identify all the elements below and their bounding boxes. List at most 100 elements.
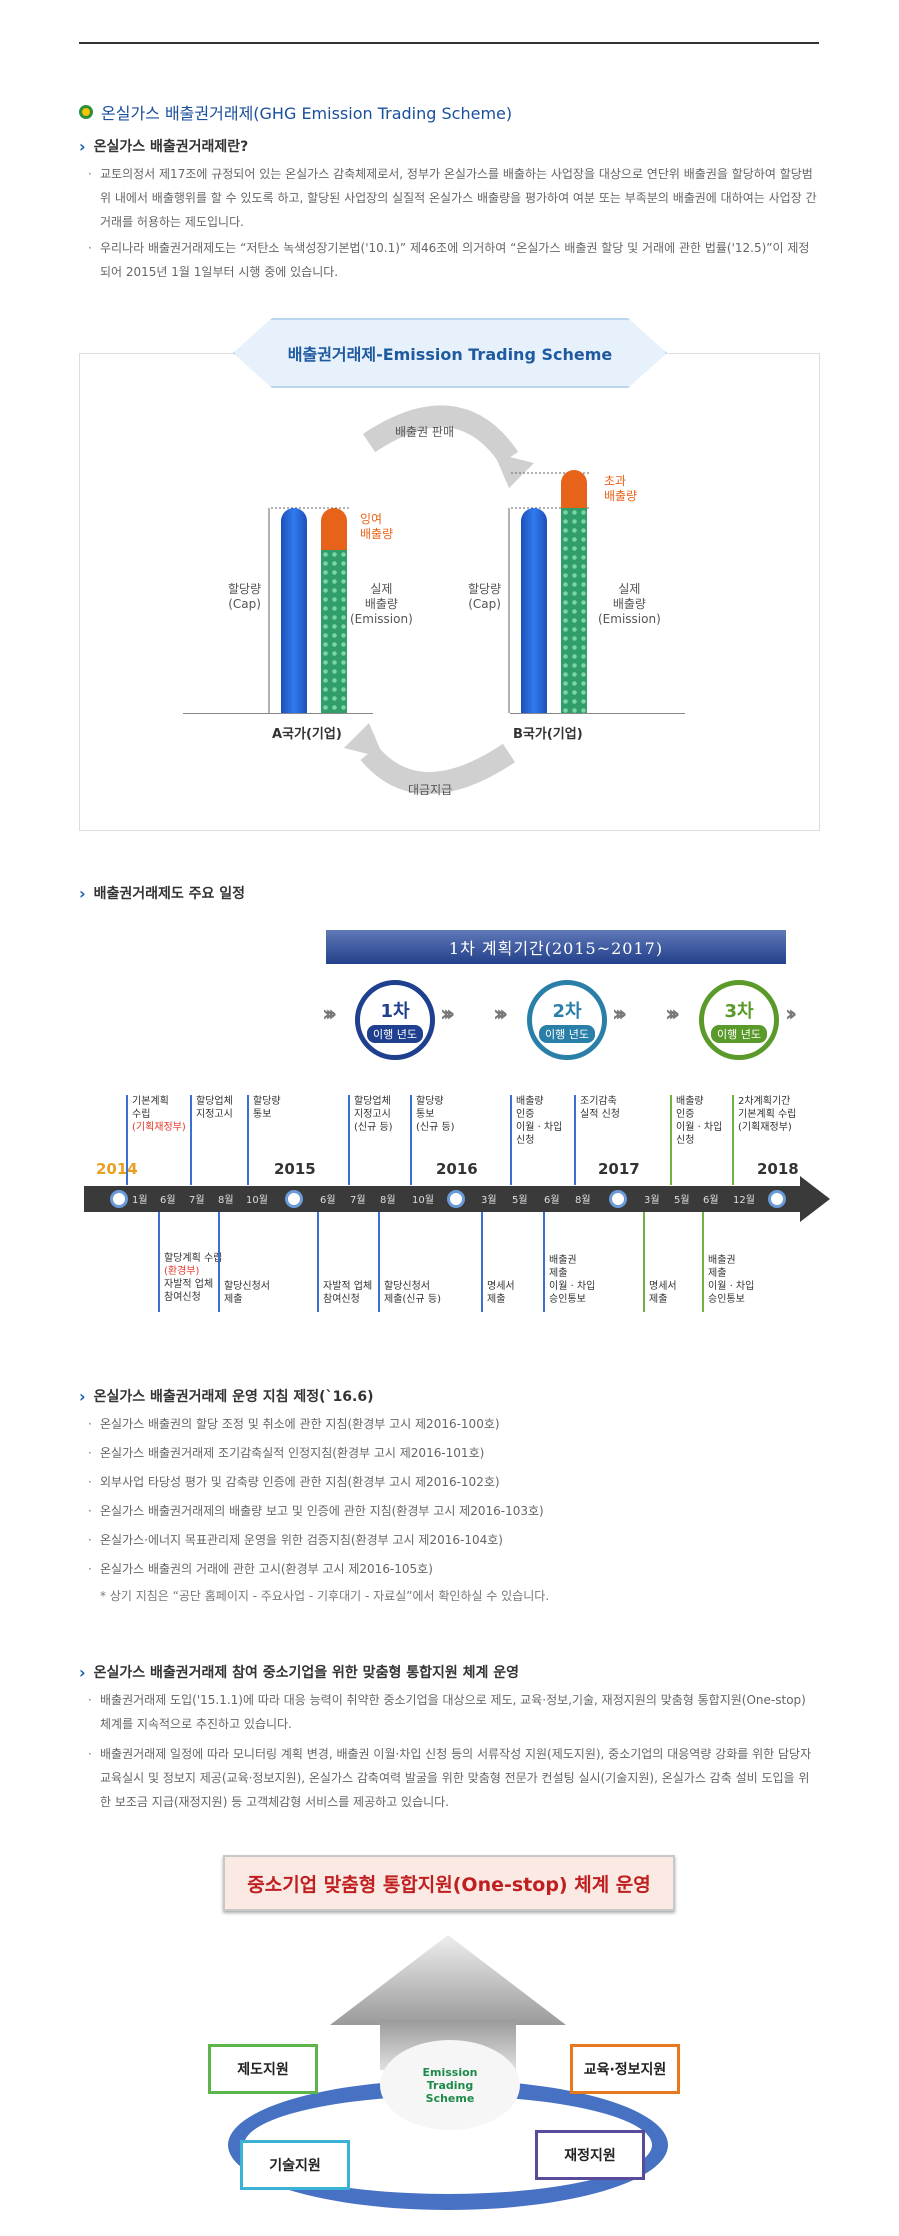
phase-1: 1차 이행 년도 [355, 980, 435, 1060]
year-node [768, 1190, 786, 1208]
top-divider [79, 42, 819, 44]
phase-label: 이행 년도 [711, 1025, 767, 1043]
paragraph-korea-law: 우리나라 배출권거래제도는 “저탄소 녹색성장기본법('10.1)” 제46조에… [88, 236, 818, 284]
period-banner-text: 1차 계획기간(2015~2017) [448, 939, 664, 958]
page-title-text: 온실가스 배출권거래제(GHG Emission Trading Scheme) [101, 104, 513, 123]
bar-a-cap [281, 508, 307, 713]
sell-arrow [362, 405, 519, 465]
month-label: 5월 [674, 1195, 690, 1206]
support-paragraph: 배출권거래제 도입('15.1.1)에 따라 대응 능력이 취약한 중소기업을 … [88, 1688, 818, 1736]
phase-label: 이행 년도 [539, 1025, 595, 1043]
phase-number: 3차 [724, 1001, 754, 1022]
pay-arrowhead [344, 723, 384, 758]
guideline-item: 외부사업 타당성 평가 및 감축량 인증에 관한 지침(환경부 고시 제2016… [88, 1470, 818, 1494]
month-label: 1월 [132, 1195, 148, 1206]
phase-3: 3차 이행 년도 [699, 980, 779, 1060]
month-label: 3월 [481, 1195, 497, 1206]
year-label: 2016 [436, 1160, 478, 1178]
year-label: 2017 [598, 1160, 640, 1178]
onestop-banner: 중소기업 맞춤형 통합지원(One-stop) 체계 운영 [223, 1855, 675, 1911]
support-box-education: 교육·정보지원 [570, 2044, 680, 2094]
onestop-banner-text: 중소기업 맞춤형 통합지원(One-stop) 체계 운영 [247, 1873, 651, 1896]
month-label: 7월 [350, 1195, 366, 1206]
month-label: 8월 [380, 1195, 396, 1206]
ets-diagram-title: 배출권거래제-Emission Trading Scheme [233, 318, 667, 388]
support-box-finance: 재정지원 [535, 2130, 645, 2180]
ets-logo: Emission Trading Scheme [380, 2040, 520, 2130]
phase-label: 이행 년도 [367, 1025, 423, 1043]
baseline-a [183, 713, 373, 714]
guideline-item: 온실가스 배출권거래제의 배출량 보고 및 인증에 관한 지침(환경부 고시 제… [88, 1499, 818, 1523]
support-box-institution: 제도지원 [208, 2044, 318, 2094]
month-label: 7월 [189, 1195, 205, 1206]
chevrons-icon: ››› [612, 1002, 627, 1027]
month-label: 8월 [575, 1195, 591, 1206]
guideline-item: 온실가스 배출권의 할당 조정 및 취소에 관한 지침(환경부 고시 제2016… [88, 1412, 818, 1436]
label-surplus: 잉여 배출량 [360, 512, 394, 541]
phase-number: 2차 [552, 1001, 582, 1022]
month-label: 6월 [160, 1195, 176, 1206]
support-paragraph: 배출권거래제 일정에 따라 모니터링 계획 변경, 배출권 이월·차입 신청 등… [88, 1742, 818, 1814]
label-cap-a: 할당량 (Cap) [228, 582, 262, 611]
bar-a-surplus [321, 508, 347, 550]
month-label: 6월 [703, 1195, 719, 1206]
year-node [285, 1190, 303, 1208]
label-cap-b: 할당량 (Cap) [468, 582, 502, 611]
guideline-note: * 상기 지침은 “공단 홈페이지 - 주요사업 - 기후대기 - 자료실”에서… [100, 1589, 550, 1603]
year-node [110, 1190, 128, 1208]
timeline-axis [84, 1186, 804, 1212]
label-emission-a: 실제 배출량 (Emission) [350, 582, 413, 626]
section-title-what: › 온실가스 배출권거래제란? [79, 136, 248, 156]
section-title-support: › 온실가스 배출권거래제 참여 중소기업을 위한 맞춤형 통합지원 체계 운영 [79, 1662, 519, 1682]
month-label: 3월 [644, 1195, 660, 1206]
year-node [447, 1190, 465, 1208]
bar-a-emission [321, 550, 347, 713]
ets-logo-text: Emission Trading Scheme [422, 2065, 478, 2105]
month-label: 6월 [544, 1195, 560, 1206]
section-title-text: 온실가스 배출권거래제란? [93, 139, 249, 155]
label-emission-b: 실제 배출량 (Emission) [598, 582, 661, 626]
month-label: 10월 [412, 1195, 434, 1206]
pay-label: 대금지급 [408, 783, 453, 797]
chevron-right-icon: › [79, 1662, 86, 1682]
bar-b-cap [521, 508, 547, 713]
chevrons-icon: ››› [665, 1002, 680, 1027]
year-node [609, 1190, 627, 1208]
support-box-technology: 기술지원 [240, 2140, 350, 2190]
section-title-text: 배출권거래제도 주요 일정 [93, 886, 246, 902]
year-label: 2015 [274, 1160, 316, 1178]
paragraph-definition: 교토의정서 제17조에 규정되어 있는 온실가스 감축체제로서, 정부가 온실가… [88, 162, 818, 234]
label-excess: 초과 배출량 [604, 474, 638, 503]
chevron-right-icon: › [79, 136, 86, 156]
ets-title-text: 배출권거래제-Emission Trading Scheme [287, 345, 613, 364]
bar-b-emission [561, 508, 587, 713]
label-country-b: B국가(기업) [513, 727, 583, 742]
sell-arrowhead [494, 453, 534, 488]
page-title: 온실가스 배출권거래제(GHG Emission Trading Scheme) [79, 100, 512, 124]
guideline-item: 온실가스·에너지 목표관리제 운영을 위한 검증지침(환경부 고시 제2016-… [88, 1528, 818, 1552]
month-label: 5월 [512, 1195, 528, 1206]
section-title-schedule: › 배출권거래제도 주요 일정 [79, 883, 245, 903]
title-bullet-icon [79, 105, 93, 119]
section-title-guidelines: › 온실가스 배출권거래제 운영 지침 제정(`16.6) [79, 1386, 374, 1406]
chevrons-icon: ››› [440, 1002, 455, 1027]
baseline-b [510, 713, 685, 714]
label-country-a: A국가(기업) [272, 727, 342, 742]
bar-b-excess [561, 470, 587, 508]
chevron-right-icon: › [79, 883, 86, 903]
